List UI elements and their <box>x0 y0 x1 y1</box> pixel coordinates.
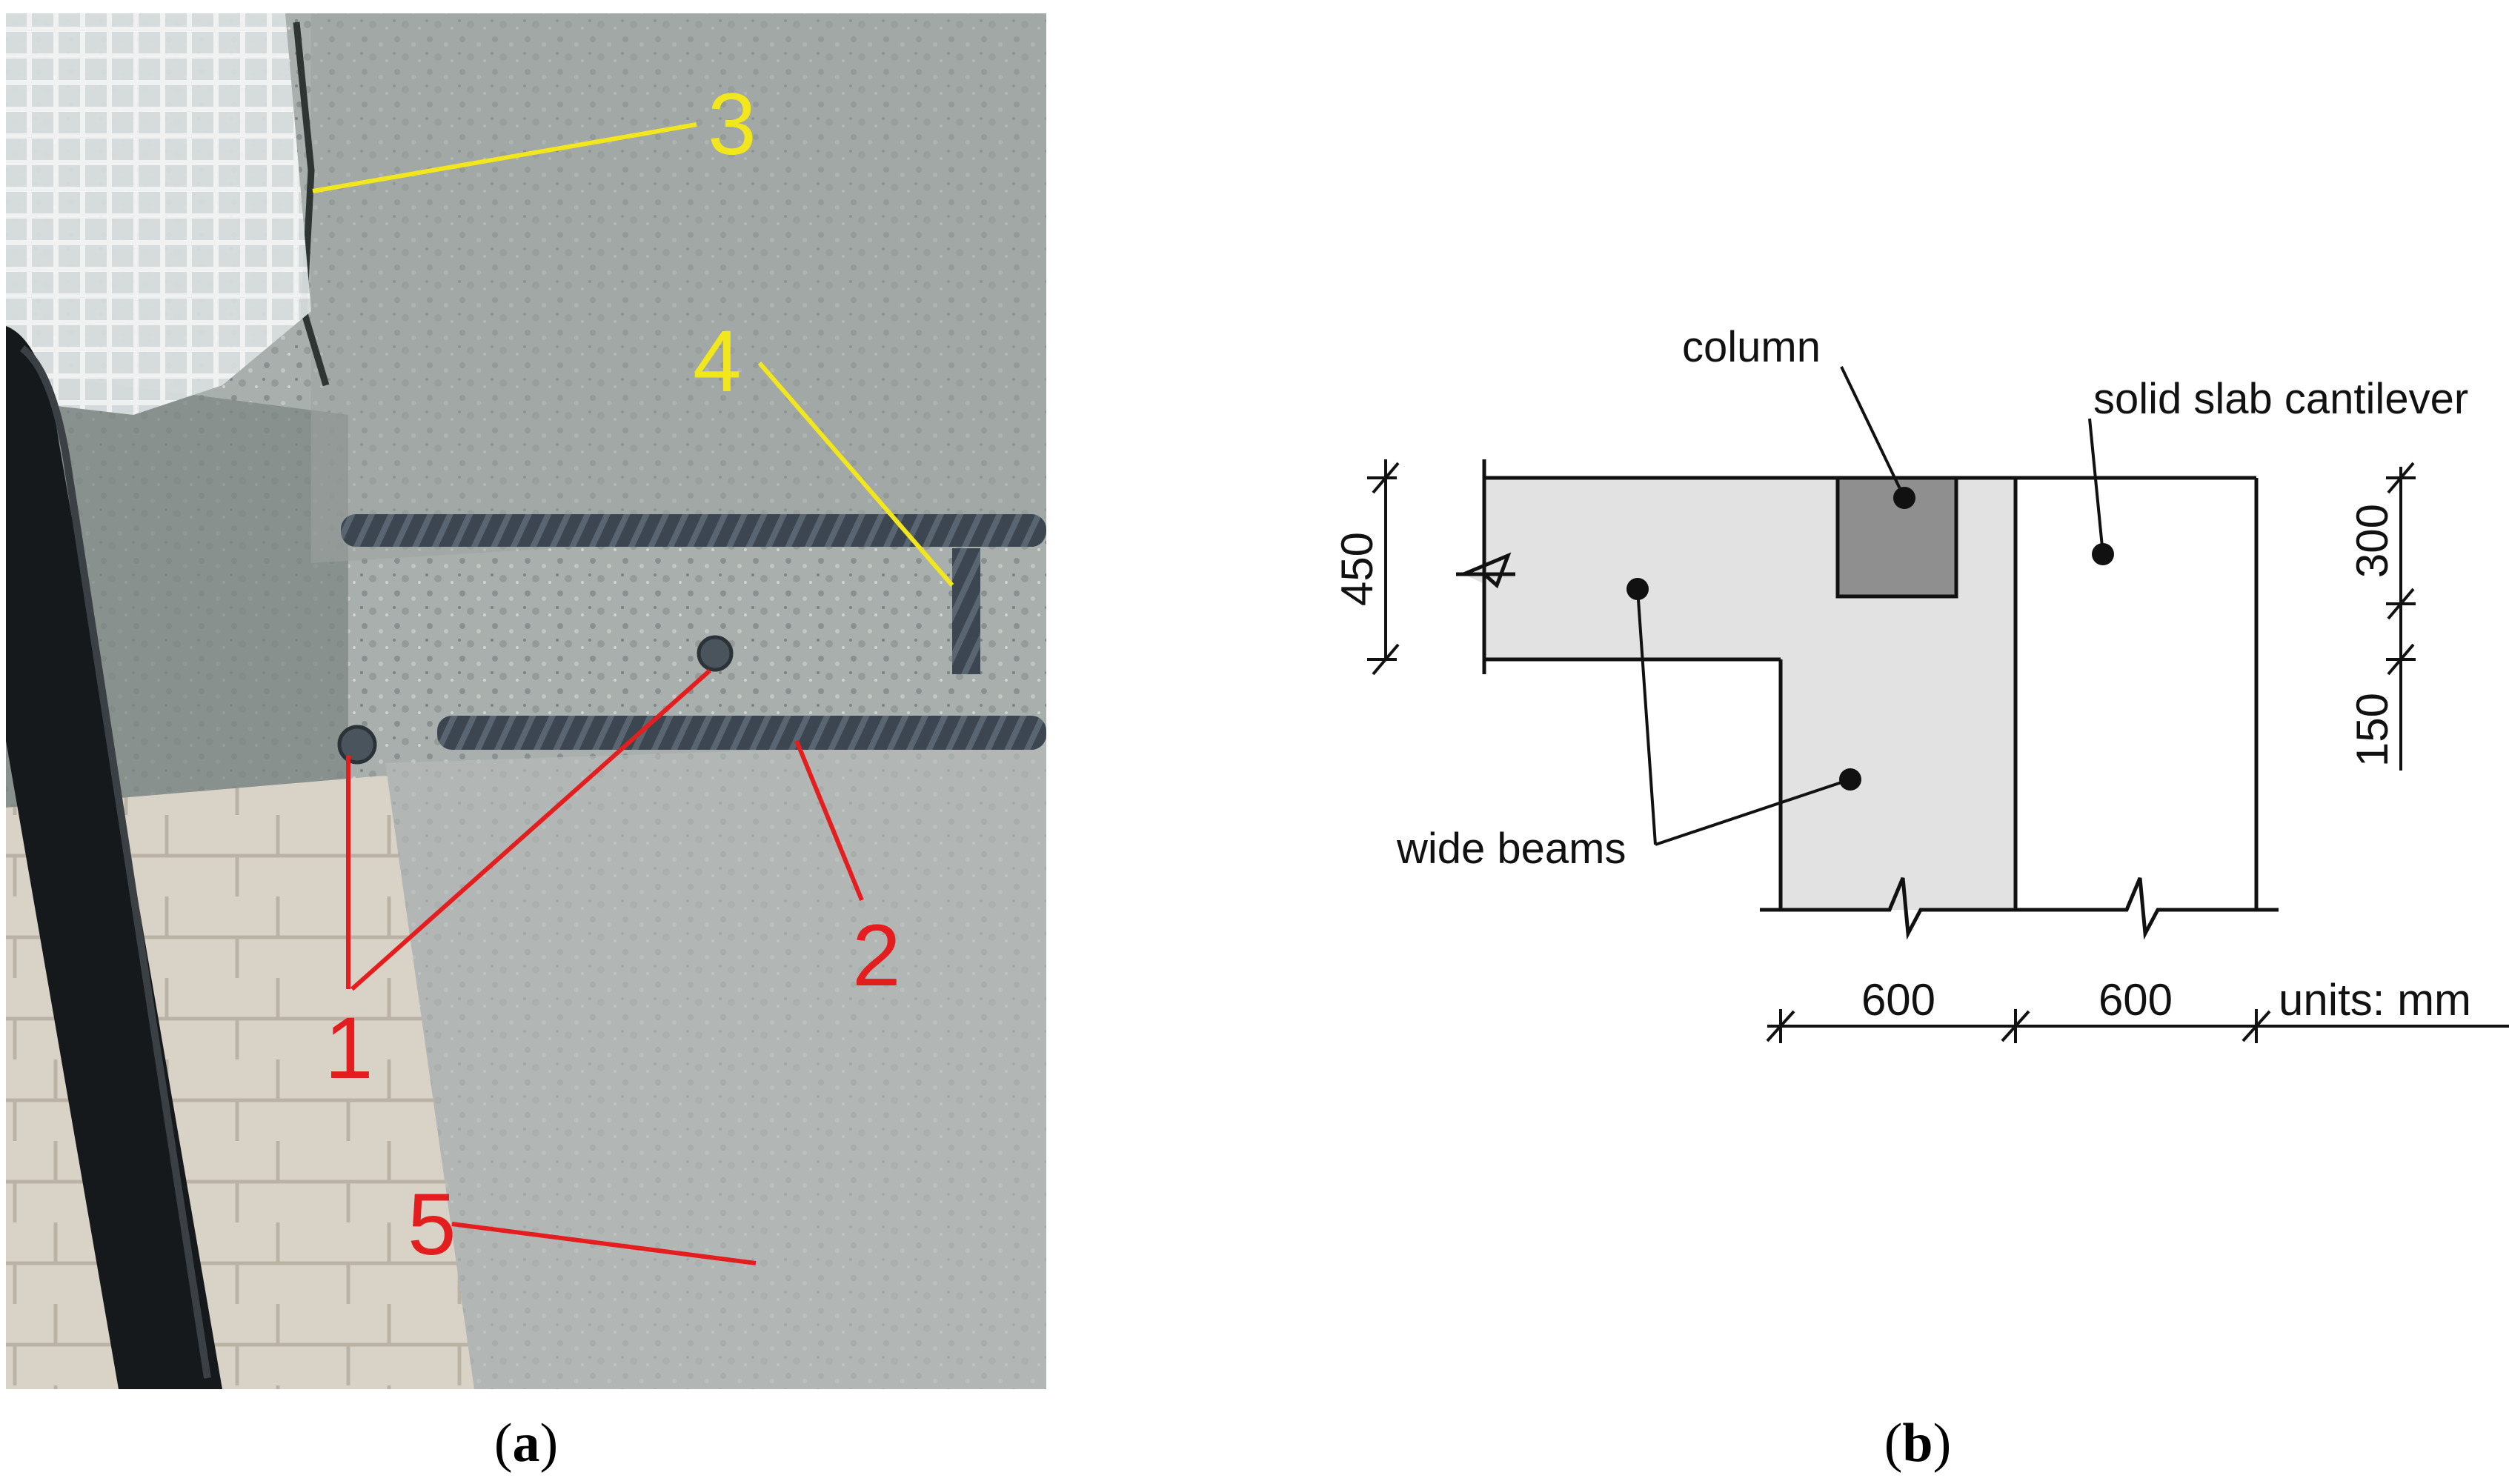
callout-5-leader <box>451 1222 757 1265</box>
dim-width-slab: 600 <box>2098 975 2173 1025</box>
dim-depth-lower: 150 <box>2347 693 2397 767</box>
callout-3-leader <box>312 122 697 193</box>
dim-depth-total: 450 <box>1332 532 1382 606</box>
callout-2-leader <box>794 739 864 902</box>
label-column: column <box>1682 323 1821 371</box>
callout-1-leader-right <box>350 668 711 991</box>
site-photo <box>6 13 1046 1389</box>
caption-a: (a) <box>494 1413 558 1474</box>
label-solid-slab-cantilever: solid slab cantilever <box>2093 375 2468 423</box>
callout-label-2: 2 <box>852 907 901 1005</box>
dim-depth-upper: 300 <box>2347 504 2397 578</box>
dim-units: units: mm <box>2279 975 2471 1025</box>
label-wide-beams: wide beams <box>1396 825 1626 873</box>
dim-width-beam: 600 <box>1861 975 1935 1025</box>
joint-diagram: column solid slab cantilever wide beams … <box>1332 323 2509 1043</box>
callout-label-1: 1 <box>325 999 373 1097</box>
photo-callouts: 1 2 3 4 5 <box>312 76 954 1274</box>
callout-label-4: 4 <box>693 313 742 410</box>
callout-label-5: 5 <box>408 1176 456 1274</box>
callout-label-3: 3 <box>708 76 757 173</box>
caption-b: (b) <box>1884 1413 1951 1474</box>
callout-4-leader <box>757 362 954 587</box>
